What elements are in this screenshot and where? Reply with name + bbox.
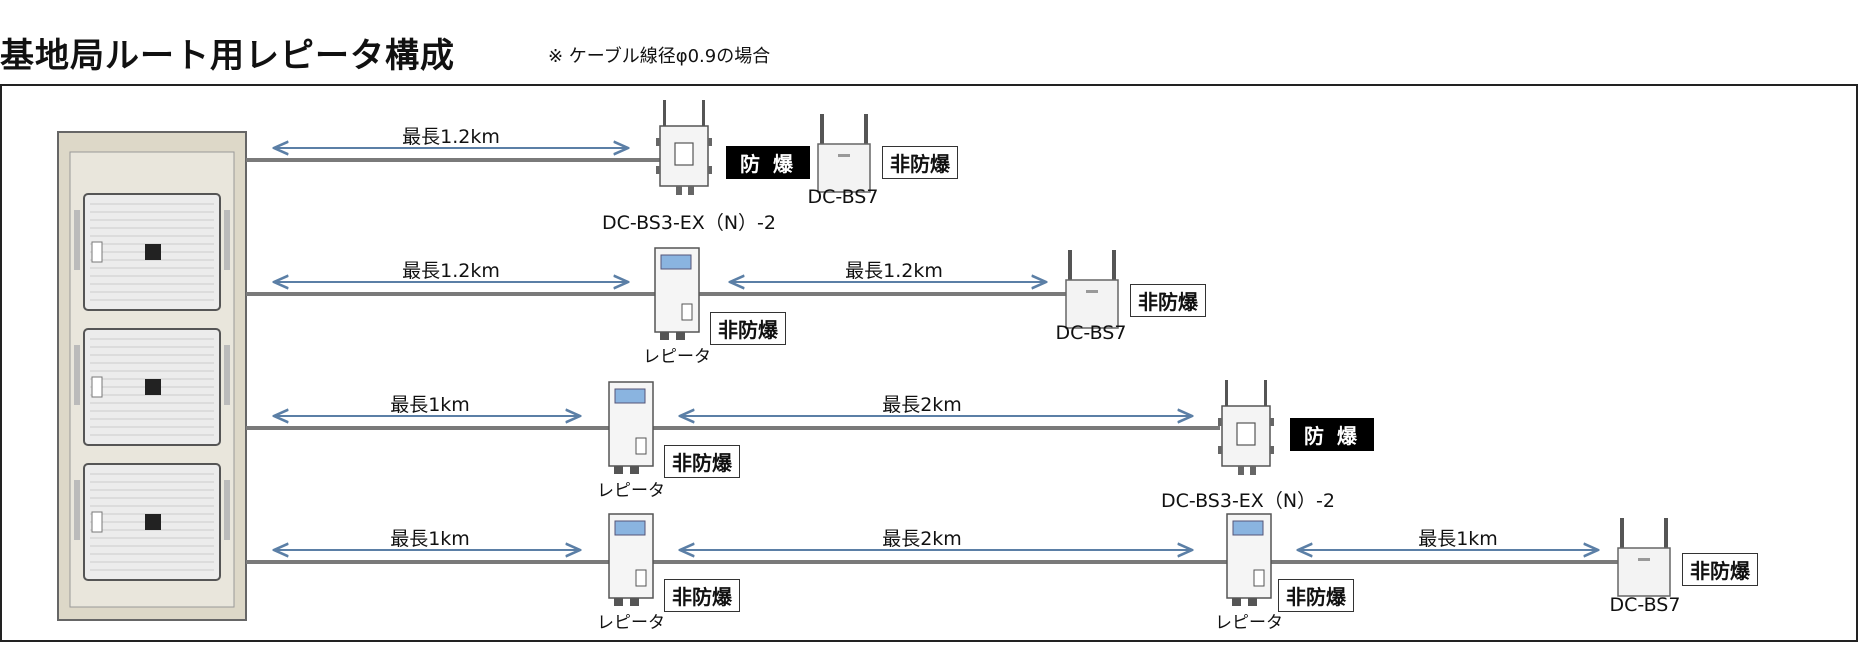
distance-r2a: 最長1.2km xyxy=(402,260,500,282)
label-repeater-row2: レピータ xyxy=(643,347,711,367)
distance-r4b: 最長2km xyxy=(882,528,962,550)
badge-non-explosion-proof-row4-repeater-a: 非防爆 xyxy=(664,579,740,612)
device-bs3ex-row1 xyxy=(655,99,713,196)
badge-non-explosion-proof-row2-repeater: 非防爆 xyxy=(710,312,786,345)
distance-arrows xyxy=(274,148,1598,550)
distance-r1a: 最長1.2km xyxy=(402,126,500,148)
badge-non-explosion-proof-row4-bs7: 非防爆 xyxy=(1682,553,1758,586)
label-bs7-row4: DC-BS7 xyxy=(1609,594,1681,616)
diagram-frame xyxy=(0,84,1858,642)
label-repeater-row4b: レピータ xyxy=(1215,613,1283,633)
device-bs7-row4 xyxy=(1617,517,1671,597)
device-repeater-row2 xyxy=(654,247,700,341)
label-repeater-row4a: レピータ xyxy=(597,613,665,633)
page-title: 基地局ルート用レピータ構成 xyxy=(0,36,455,76)
distance-r4a: 最長1km xyxy=(390,528,470,550)
cable-note: ※ ケーブル線径φ0.9の場合 xyxy=(548,46,771,67)
device-bs7-row2 xyxy=(1065,249,1119,329)
label-repeater-row3: レピータ xyxy=(597,481,665,501)
device-repeater-row4b xyxy=(1226,513,1272,607)
badge-non-explosion-proof-row3-repeater: 非防爆 xyxy=(664,445,740,478)
device-bs7-row1 xyxy=(817,113,871,193)
distance-r2b: 最長1.2km xyxy=(845,260,943,282)
label-bs3ex-row3: DC-BS3-EX（N）-2 xyxy=(1161,490,1335,512)
distance-r3a: 最長1km xyxy=(390,394,470,416)
base-station-cabinet xyxy=(57,131,247,621)
label-bs7-row2: DC-BS7 xyxy=(1055,322,1127,344)
badge-non-explosion-proof-row1: 非防爆 xyxy=(882,146,958,179)
device-repeater-row3 xyxy=(608,381,654,475)
label-bs3ex-row1: DC-BS3-EX（N）-2 xyxy=(602,212,776,234)
device-bs3ex-row3 xyxy=(1217,379,1275,476)
cables xyxy=(246,158,1620,564)
badge-explosion-proof-row1: 防 爆 xyxy=(726,146,810,179)
badge-non-explosion-proof-row4-repeater-b: 非防爆 xyxy=(1278,579,1354,612)
device-repeater-row4a xyxy=(608,513,654,607)
distance-r4c: 最長1km xyxy=(1418,528,1498,550)
badge-explosion-proof-row3: 防 爆 xyxy=(1290,418,1374,451)
badge-non-explosion-proof-row2-bs7: 非防爆 xyxy=(1130,284,1206,317)
distance-r3b: 最長2km xyxy=(882,394,962,416)
label-bs7-row1: DC-BS7 xyxy=(807,186,879,208)
